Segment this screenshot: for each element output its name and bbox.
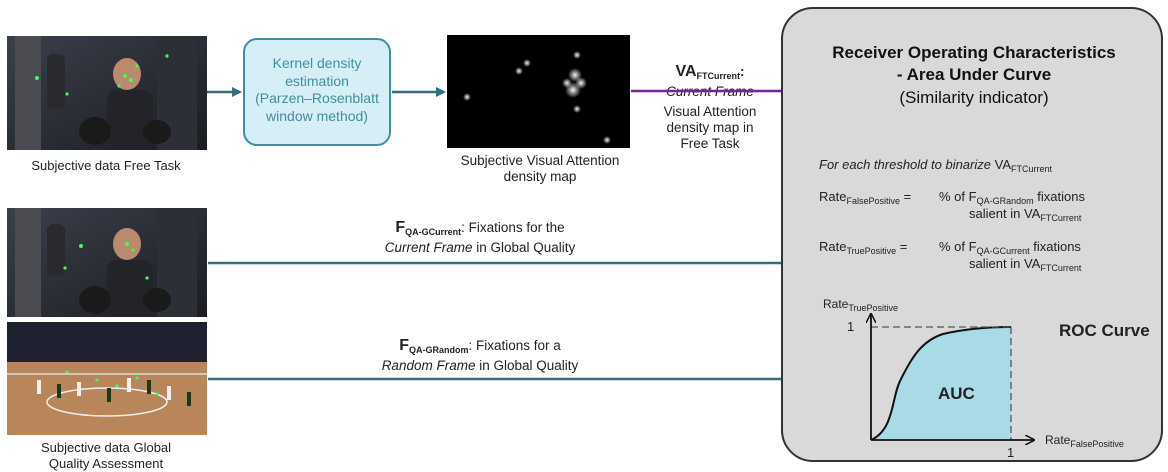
tp-pct: % of <box>939 239 966 254</box>
fp-eq: = <box>903 189 912 204</box>
threshold-text: For each threshold to binarize VAFTCurre… <box>819 157 1052 177</box>
fp-rate-row: RateFalsePositive = <box>819 189 911 209</box>
fp-rate: Rate <box>819 189 847 204</box>
threshold-va-sub: FTCurrent <box>1011 164 1053 174</box>
f-random-main: F <box>399 337 409 354</box>
fp-rate-sub: FalsePositive <box>846 196 900 206</box>
fp-pct: % of <box>939 189 966 204</box>
caption-free-task: Subjective data Free Task <box>31 158 181 173</box>
threshold-label: For each threshold to binarize <box>819 157 991 172</box>
tp-salient: salient in VAFTCurrent <box>969 256 1081 276</box>
tp-F-sub: QA-GCurrent <box>976 246 1030 256</box>
tp-formula: % of FQA-GCurrent fixations <box>939 239 1081 259</box>
va-line3: Visual Attention <box>663 104 757 119</box>
basketball-photo-global-quality <box>7 322 207 435</box>
va-sub: FTCurrent <box>696 71 741 81</box>
roc-title-line1: Receiver Operating Characteristics <box>832 43 1116 62</box>
tp-va: VA <box>1023 256 1041 271</box>
x-axis-sub: FalsePositive <box>1070 439 1124 449</box>
y-axis-label: RateTruePositive <box>823 296 898 316</box>
f-current-main: F <box>395 219 406 236</box>
x-axis-rate: Rate <box>1045 433 1071 447</box>
density-map-image <box>447 35 630 148</box>
roc-title-line2: - Area Under Curve <box>896 65 1052 84</box>
caption-global-quality-line2: Quality Assessment <box>48 456 164 471</box>
kernel-density-box: Kernel density estimation (Parzen–Rosenb… <box>243 38 391 146</box>
kde-line2: estimation <box>285 72 349 89</box>
tp-rate-sub: TruePositive <box>846 246 897 256</box>
f-random-ital: Random Frame <box>381 358 476 373</box>
va-line4: density map in <box>666 120 754 135</box>
f-random-sub: QA-GRandom <box>408 345 469 355</box>
f-current-sub: QA-GCurrent <box>405 227 462 237</box>
va-line5: Free Task <box>680 136 740 151</box>
density-map-caption: Subjective Visual Attention density map <box>440 153 640 185</box>
roc-subtitle: (Similarity indicator) <box>899 88 1049 107</box>
y-one-label: 1 <box>847 319 855 334</box>
kde-line1: Kernel density <box>272 55 362 71</box>
f-random-label: FQA-GRandom: Fixations for a Random Fram… <box>330 338 630 374</box>
tp-rate-row: RateTruePositive = <box>819 239 907 259</box>
fp-va-sub: FTCurrent <box>1040 213 1082 223</box>
density-caption-line2: density map <box>503 169 577 184</box>
roc-panel: Receiver Operating Characteristics - Are… <box>781 7 1163 462</box>
f-current-ital: Current Frame <box>384 240 473 255</box>
tp-F: F <box>968 239 977 254</box>
fp-salient-in: salient in <box>969 206 1021 221</box>
roc-curve-chart <box>783 9 1165 464</box>
auc-area <box>871 327 1011 440</box>
fp-F: F <box>968 189 977 204</box>
f-current-label: FQA-GCurrent: Fixations for the Current … <box>330 220 630 256</box>
kde-line4: window method) <box>266 107 368 124</box>
tp-fixations: fixations <box>1033 239 1081 254</box>
f-random-rest: : Fixations for a <box>468 338 561 353</box>
tp-eq: = <box>899 239 908 254</box>
fp-formula: % of FQA-GRandom fixations <box>939 189 1085 209</box>
va-main: VA <box>675 63 697 80</box>
y-axis-rate: Rate <box>823 297 849 311</box>
caption-global-quality: Subjective data Global Quality Assessmen… <box>6 440 206 472</box>
auc-label: AUC <box>938 384 975 403</box>
fp-fixations: fixations <box>1037 189 1085 204</box>
kde-line3: (Parzen–Rosenblatt <box>255 90 379 106</box>
boxer-photo-free-task <box>7 36 207 150</box>
roc-curve-label: ROC Curve <box>1059 321 1150 340</box>
y-axis-sub: TruePositive <box>848 303 899 313</box>
boxer-photo-global-quality <box>7 208 207 317</box>
f-random-line2: in Global Quality <box>475 358 579 373</box>
tp-salient-in: salient in <box>969 256 1021 271</box>
tp-rate: Rate <box>819 239 847 254</box>
density-caption-line1: Subjective Visual Attention <box>460 153 620 168</box>
fp-salient: salient in VAFTCurrent <box>969 206 1081 226</box>
fp-va: VA <box>1023 206 1041 221</box>
threshold-va: VA <box>994 157 1011 172</box>
roc-curve-line <box>870 326 1012 441</box>
tp-va-sub: FTCurrent <box>1040 263 1082 273</box>
va-colon: : <box>740 64 745 79</box>
fp-F-sub: QA-GRandom <box>976 196 1034 206</box>
x-one-label: 1 <box>1007 445 1015 460</box>
f-current-rest: : Fixations for the <box>461 220 565 235</box>
f-current-line2: in Global Quality <box>472 240 576 255</box>
caption-global-quality-line1: Subjective data Global <box>40 440 172 455</box>
x-axis-label: RateFalsePositive <box>1045 432 1124 452</box>
